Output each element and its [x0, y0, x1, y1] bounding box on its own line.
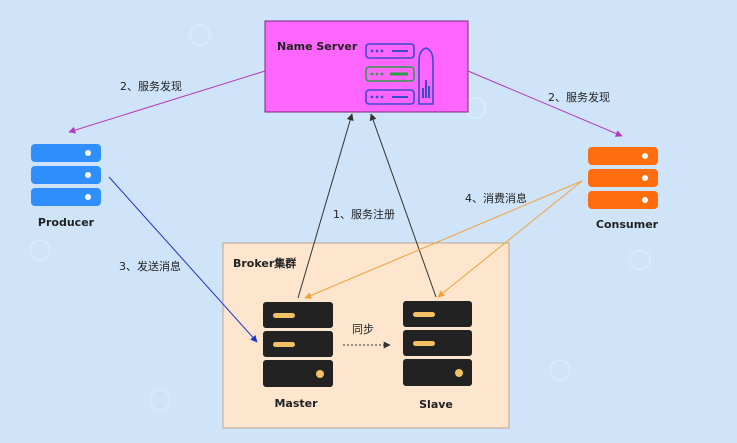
broker-cluster-title: Broker集群 [233, 256, 296, 270]
name-server-title: Name Server [277, 40, 358, 53]
send-arrow [108, 176, 258, 343]
discovery-label-right: 2、服务发现 [548, 90, 610, 104]
discovery-arrow-consumer [467, 70, 623, 137]
consume-arrow-master [304, 180, 583, 299]
consumer-server-icon [588, 147, 658, 209]
discovery-arrow-producer [68, 70, 266, 134]
slave-server-icon [403, 301, 472, 386]
consumer-label: Consumer [596, 218, 659, 231]
master-label: Master [274, 397, 318, 410]
send-label: 3、发送消息 [119, 259, 181, 273]
slave-label: Slave [419, 398, 453, 411]
register-label: 1、服务注册 [333, 207, 395, 221]
producer-label: Producer [38, 216, 95, 229]
producer-server-icon [31, 144, 101, 206]
register-arrow-master [297, 113, 354, 299]
server-stack-icon [365, 43, 434, 105]
consume-label: 4、消费消息 [465, 191, 527, 205]
discovery-label-left: 2、服务发现 [120, 79, 182, 93]
consume-arrow-slave [437, 180, 583, 298]
name-server-box: Name Server [264, 20, 469, 113]
register-arrow-slave [369, 113, 437, 298]
master-server-icon [263, 302, 333, 387]
sync-label: 同步 [352, 323, 374, 336]
background-watermarks [29, 24, 651, 411]
